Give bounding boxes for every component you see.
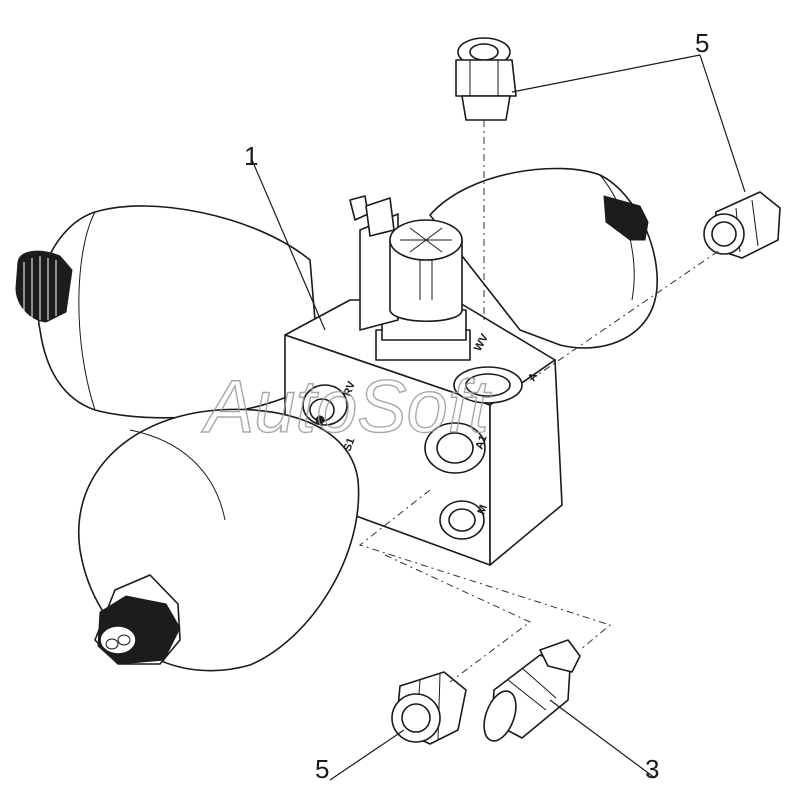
leader-3 xyxy=(549,699,656,779)
leader-5-top-b xyxy=(699,54,746,193)
port-label-m: M xyxy=(476,503,490,516)
callout-3: 3 xyxy=(645,754,659,784)
callout-5-bottom: 5 xyxy=(315,754,329,784)
leader-lines xyxy=(251,54,746,781)
accumulator-left-cap xyxy=(15,250,73,323)
accumulator-right-cap xyxy=(603,195,649,241)
fitting-bottom xyxy=(391,671,467,745)
port-a1-bore xyxy=(424,422,486,474)
watermark: AutoSoft xyxy=(201,365,492,448)
callout-5-top: 5 xyxy=(695,28,709,58)
accumulator-front-cap xyxy=(94,574,181,665)
leader-5-bottom xyxy=(329,729,405,781)
leader-5-top-a xyxy=(511,54,701,93)
port-m-bore xyxy=(439,500,485,540)
pressure-sensor xyxy=(483,639,581,742)
leader-1 xyxy=(251,159,326,331)
accumulator-right xyxy=(429,167,659,349)
accumulator-front xyxy=(78,408,360,672)
port-label-rv: RV xyxy=(342,379,359,398)
port-label-a1: A1 xyxy=(474,434,490,451)
solenoid-valve xyxy=(349,195,471,361)
port-a-bore xyxy=(453,366,523,404)
fitting-right xyxy=(703,191,781,259)
centre-lines xyxy=(358,120,721,683)
rv-plug xyxy=(302,384,348,426)
port-label-s1: S1 xyxy=(342,436,358,453)
accumulator-left xyxy=(15,205,321,419)
fitting-top xyxy=(455,37,517,121)
callout-1: 1 xyxy=(244,141,258,171)
